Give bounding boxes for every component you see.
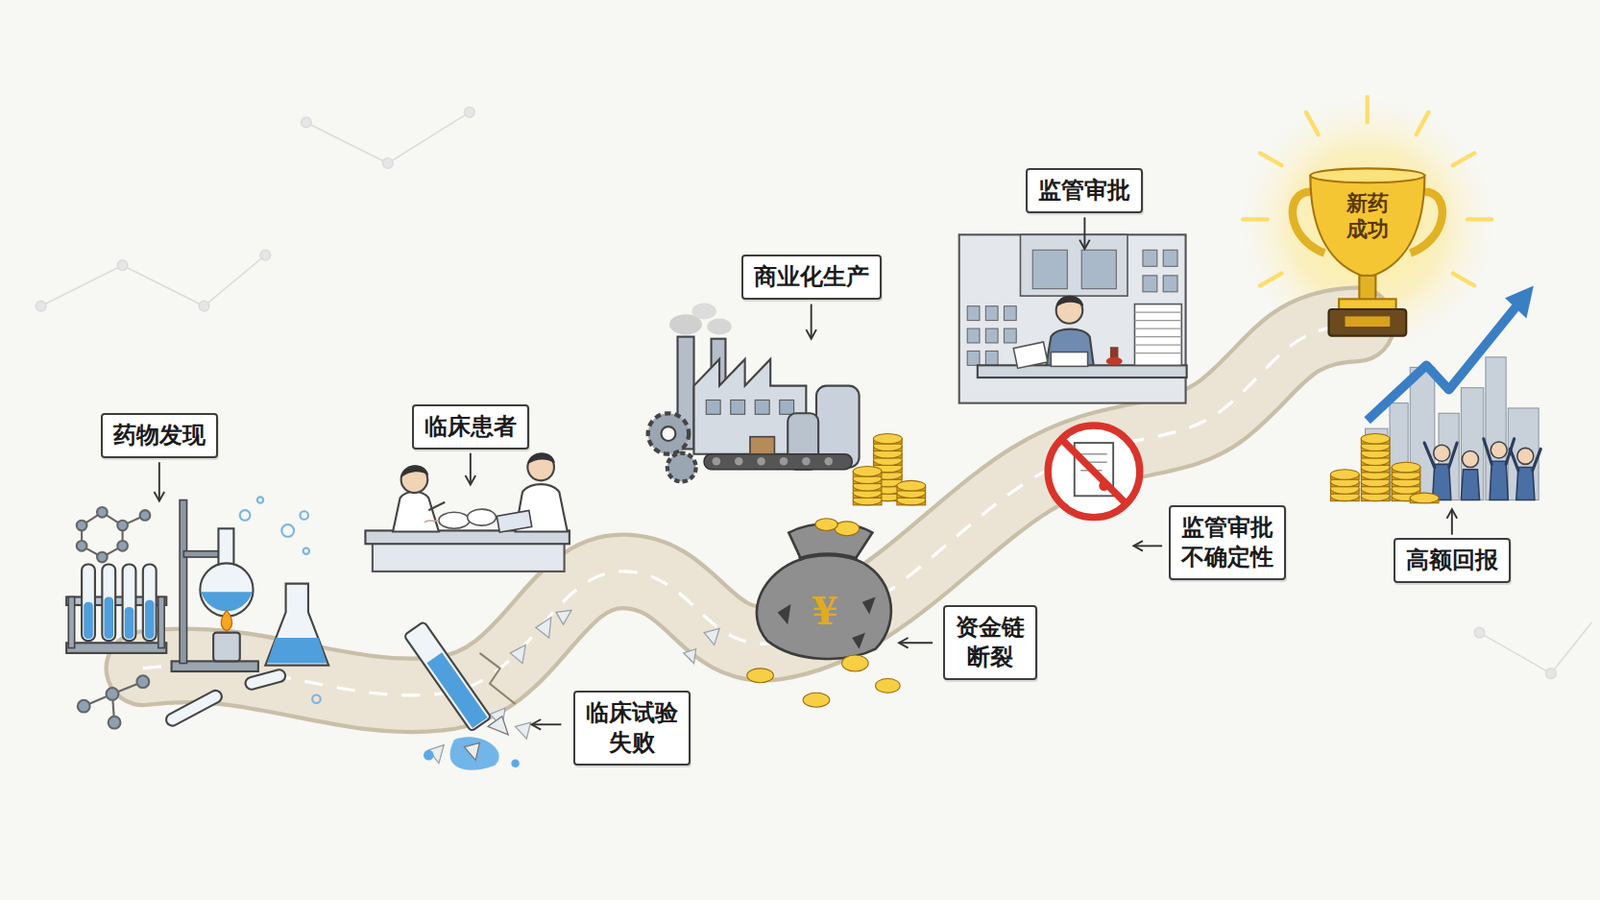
node-text: 高额回报 [1406, 545, 1499, 576]
node-text: 临床试验 失败 [585, 698, 679, 758]
leader-arrow [159, 217, 1453, 725]
stage-label: 临床患者 [412, 404, 530, 450]
trophy-shape [1287, 163, 1448, 342]
background-molecules [35, 107, 1592, 679]
stage-label: 资金链 断裂 [943, 605, 1038, 680]
prohibition-sign [1047, 425, 1140, 518]
currency-symbol: ¥ [811, 587, 839, 633]
node-text: 药物发现 [113, 420, 206, 451]
stage-label: 监管审批 [1025, 168, 1143, 214]
road-crack [479, 653, 515, 704]
stage-label: 临床试验 失败 [573, 690, 691, 766]
stage-label: 监管审批 不确定性 [1168, 505, 1286, 581]
node-text: 监管审批 [1038, 175, 1131, 206]
node-text: 商业化生产 [753, 262, 870, 292]
node-text: 资金链 断裂 [955, 612, 1025, 673]
factory [648, 303, 926, 506]
stage-label: 商业化生产 [741, 254, 882, 300]
regulatory-office [959, 234, 1188, 403]
success-scene [1330, 285, 1541, 503]
node-text: 新药 成功 [1346, 190, 1389, 243]
stage-label: 高额回报 [1393, 537, 1511, 583]
trophy-award: 新药 成功 [1287, 163, 1448, 342]
stage-label: 药物发现 [100, 412, 219, 459]
node-text: 临床患者 [424, 412, 517, 442]
clinical-lab [364, 452, 569, 572]
money-bag [747, 518, 900, 708]
node-text: 监管审批 不确定性 [1181, 512, 1274, 573]
lab-equipment [66, 496, 329, 728]
broken-test-tube [404, 621, 520, 771]
